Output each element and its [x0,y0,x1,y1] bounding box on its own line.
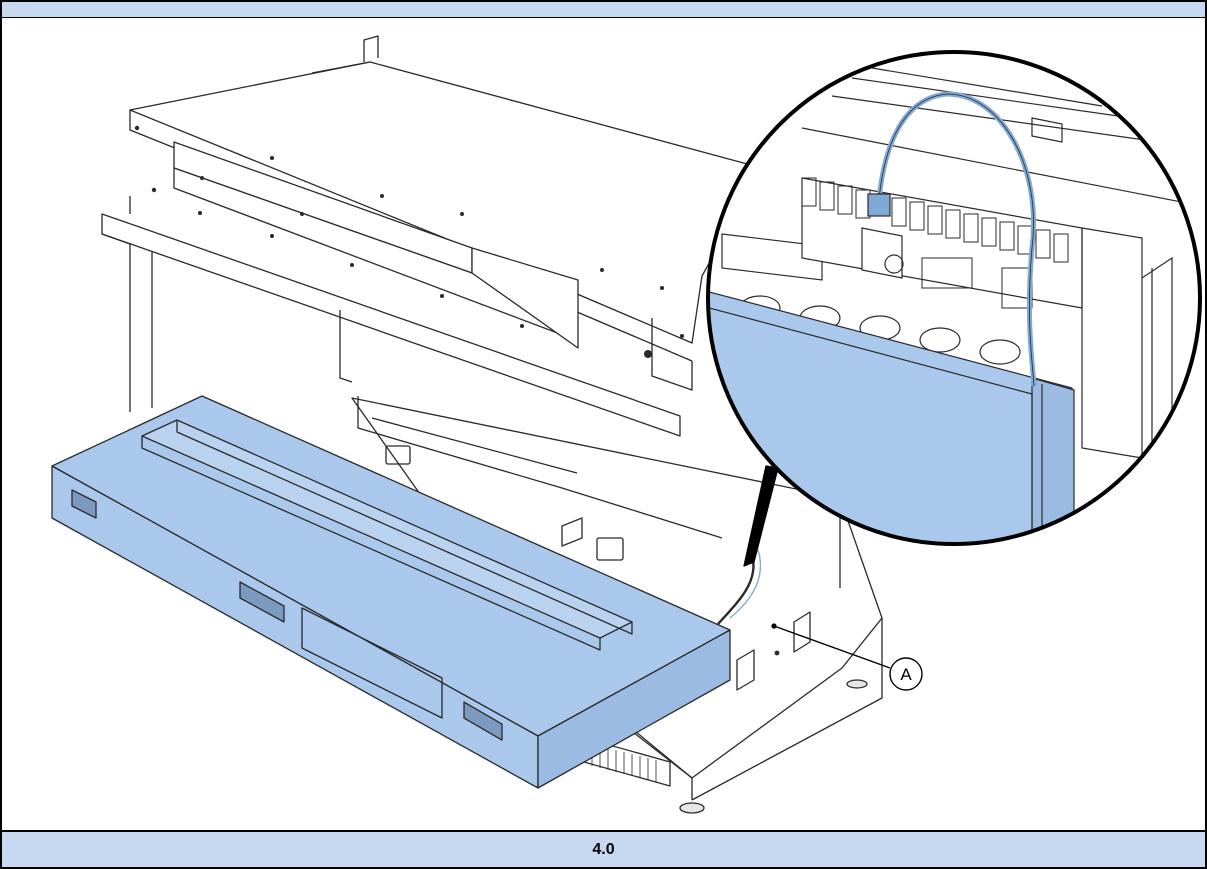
front-cover-panel [51,395,731,789]
step-number: 4.0 [592,840,615,858]
magnified-detail [706,50,1202,546]
callout-leader [773,625,891,669]
upper-cabinet [101,35,763,437]
header-strip [0,0,1207,18]
cabinet-screws [134,125,684,358]
callout-label: A [900,665,912,684]
installation-illustration: A [51,35,1202,814]
plug-connector [867,193,891,217]
callout-circle [889,657,923,691]
figure-area: A [2,18,1205,830]
step-caption-bar: 4.0 [0,830,1207,869]
